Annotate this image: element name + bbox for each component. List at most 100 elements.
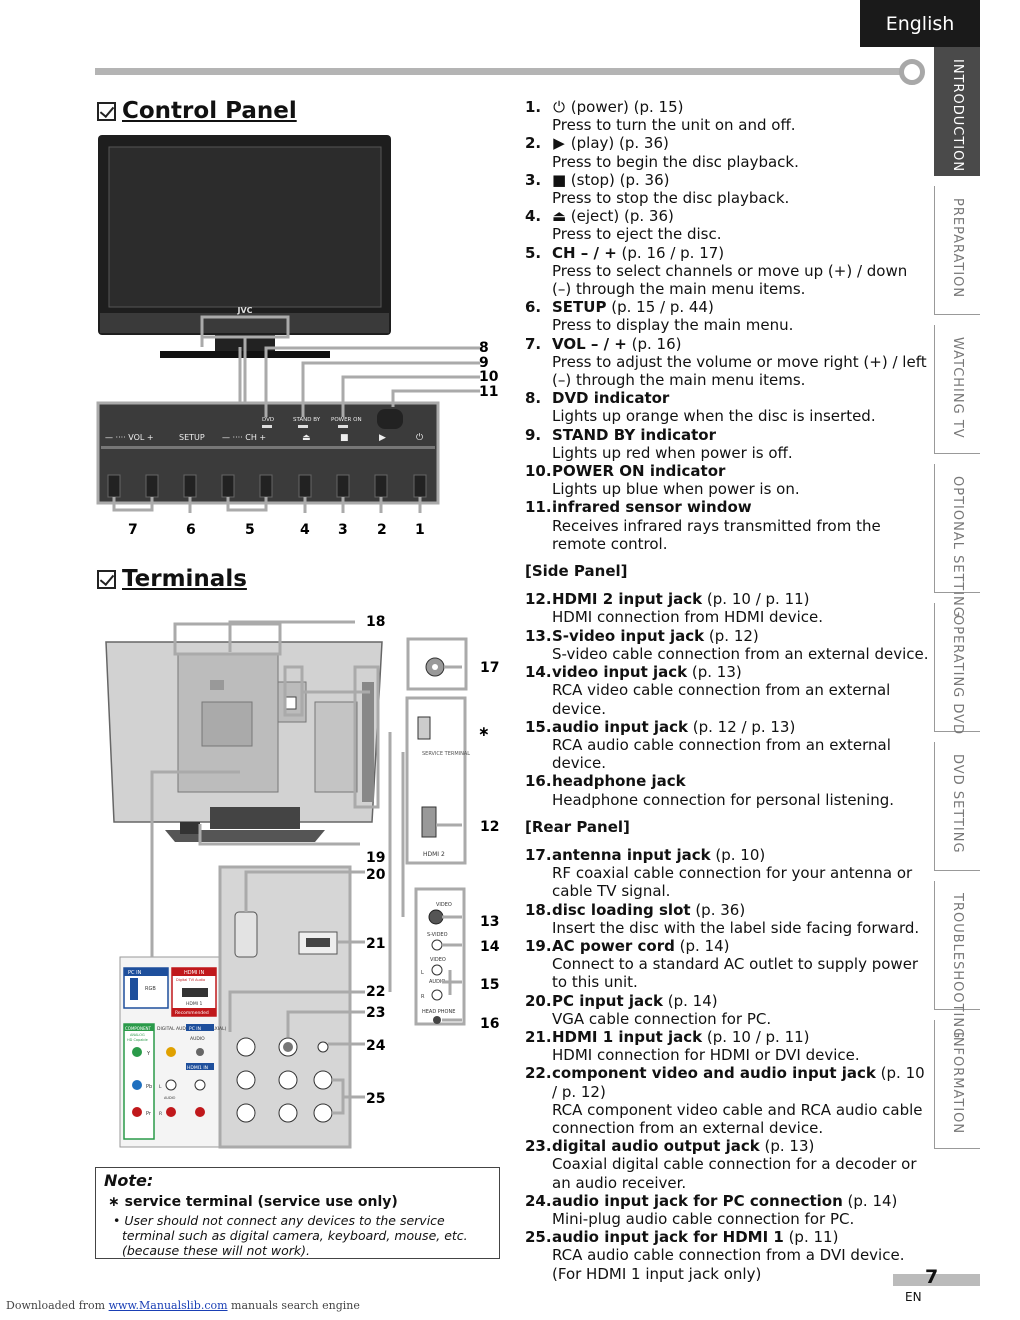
- item-number: 25.: [525, 1228, 552, 1247]
- item-title: headphone jack: [552, 772, 686, 791]
- svg-text:COMPONENT: COMPONENT: [125, 1026, 151, 1031]
- setup-label: SETUP: [179, 433, 205, 442]
- page-number: 7: [925, 1266, 939, 1288]
- item-number: 17.: [525, 845, 552, 864]
- item-desc: Coaxial digital cable connection for a d…: [552, 1155, 917, 1192]
- note-box: Note: ∗ service terminal (service use on…: [95, 1167, 500, 1259]
- item-title: audio input jack: [552, 717, 688, 736]
- item-desc: Lights up red when power is off.: [552, 443, 793, 462]
- standby-label: STAND BY: [293, 417, 321, 423]
- item-desc: RCA audio cable connection from an exter…: [552, 735, 891, 773]
- side-panel-heading: [Side Panel]: [525, 562, 628, 581]
- item-ref: (p. 14): [842, 1191, 898, 1210]
- list-item: 3.■ (stop) (p. 36)Press to stop the disc…: [525, 171, 930, 207]
- callout-21: 21: [366, 936, 385, 952]
- item-title: infrared sensor window: [552, 498, 752, 517]
- item-desc: Press to select channels or move up (+) …: [552, 261, 908, 299]
- callout-8: 8: [479, 340, 489, 356]
- item-ref: (p. 10 / p. 12): [552, 1064, 925, 1101]
- list-item: 22.component video and audio input jack …: [525, 1064, 930, 1137]
- tv-brand: JVC: [236, 306, 252, 315]
- callout-18: 18: [366, 614, 385, 630]
- item-number: 21.: [525, 1027, 552, 1046]
- list-item: 23.digital audio output jack (p. 13)Coax…: [525, 1137, 930, 1192]
- item-desc: Lights up blue when power is on.: [552, 480, 800, 499]
- item-desc: Press to adjust the volume or move right…: [552, 352, 927, 390]
- svg-text:R: R: [421, 994, 425, 1000]
- item-number: 15.: [525, 717, 552, 736]
- item-ref: (eject) (p. 36): [570, 207, 674, 226]
- list-item: 14.video input jack (p. 13)RCA video cab…: [525, 663, 930, 718]
- svg-text:■: ■: [340, 433, 349, 443]
- service-label: SERVICE TERMINAL: [422, 751, 470, 757]
- svg-text:S-VIDEO: S-VIDEO: [427, 932, 448, 938]
- callout-star: ∗: [478, 724, 490, 740]
- callout-6: 6: [186, 522, 196, 538]
- tab-operating-dvd[interactable]: OPERATING DVD: [934, 603, 980, 735]
- callout-17: 17: [480, 660, 499, 676]
- item-ref: (p. 12 / p. 13): [687, 717, 796, 736]
- ch-label: — ···· CH +: [222, 433, 266, 442]
- tab-preparation[interactable]: PREPARATION: [934, 186, 980, 315]
- item-desc: Press to display the main menu.: [552, 316, 794, 335]
- list-item: 20.PC input jack (p. 14)VGA cable connec…: [525, 992, 930, 1028]
- svg-text:Pr: Pr: [146, 1111, 152, 1117]
- item-number: 20.: [525, 991, 552, 1010]
- item-number: 24.: [525, 1191, 552, 1210]
- tab-watching-tv[interactable]: WATCHING TV: [934, 325, 980, 454]
- svg-text:HDMI IN: HDMI IN: [184, 970, 204, 976]
- item-desc: HDMI connection from HDMI device.: [552, 608, 824, 627]
- power-on-label: POWER ON: [331, 417, 362, 423]
- item-desc: RCA component video cable and RCA audio …: [552, 1100, 923, 1137]
- item-desc: HDMI connection for HDMI or DVI device.: [552, 1046, 860, 1065]
- item-ref: (play) (p. 36): [570, 134, 669, 153]
- item-title: SETUP: [552, 298, 607, 317]
- item-number: 23.: [525, 1137, 552, 1156]
- svg-text:ANALOG: ANALOG: [130, 1033, 145, 1037]
- language-tab: English: [860, 0, 980, 47]
- callout-14: 14: [480, 939, 500, 955]
- item-ref: (p. 10 / p. 11): [702, 590, 810, 609]
- control-panel-heading: Control Panel: [97, 98, 297, 124]
- svg-text:AUDIO: AUDIO: [164, 1096, 176, 1100]
- callout-13: 13: [480, 914, 499, 930]
- top-rule-circle: [899, 59, 925, 85]
- item-ref: (p. 12): [704, 626, 759, 645]
- list-item: 1.⏻ (power) (p. 15)Press to turn the uni…: [525, 98, 930, 134]
- note-title: Note:: [104, 1171, 154, 1190]
- callout-10: 10: [479, 369, 499, 385]
- callout-25: 25: [366, 1091, 385, 1107]
- page-number-bar: [893, 1274, 980, 1286]
- callout-15: 15: [480, 977, 499, 993]
- tab-information[interactable]: INFORMATION: [934, 1020, 980, 1149]
- tab-troubleshooting[interactable]: TROUBLESHOOTING: [934, 881, 980, 1039]
- item-title: digital audio output jack: [552, 1137, 760, 1156]
- item-ref: (stop) (p. 36): [570, 170, 670, 189]
- item-title: STAND BY indicator: [552, 425, 716, 444]
- item-title: audio input jack for PC connection: [552, 1191, 843, 1210]
- tab-dvd-setting[interactable]: DVD SETTING: [934, 742, 980, 871]
- tab-introduction[interactable]: INTRODUCTION: [934, 47, 980, 176]
- vol-label: — ···· VOL +: [105, 433, 154, 442]
- svg-text:Digital TVI Audio: Digital TVI Audio: [176, 978, 205, 982]
- item-number: 11.: [525, 498, 552, 517]
- manualslib-link[interactable]: www.Manualslib.com: [108, 1299, 228, 1312]
- list-item: 13.S-video input jack (p. 12)S-video cab…: [525, 627, 930, 663]
- item-number: 9.: [525, 425, 542, 444]
- svg-text:▶: ▶: [379, 433, 386, 443]
- infrared-window: [377, 409, 403, 429]
- item-ref: (p. 13): [687, 663, 742, 682]
- list-item: 5.CH – / + (p. 16 / p. 17)Press to selec…: [525, 244, 930, 299]
- list-item: 4.⏏ (eject) (p. 36)Press to eject the di…: [525, 207, 930, 243]
- item-number: 10.: [525, 462, 552, 481]
- svg-text:PC IN: PC IN: [189, 1026, 201, 1032]
- tab-optional-setting[interactable]: OPTIONAL SETTING: [934, 464, 980, 618]
- item-number: 12.: [525, 590, 552, 609]
- item-ref: (p. 15 / p. 44): [606, 298, 714, 317]
- item-number: 14.: [525, 663, 552, 682]
- item-number: 4.: [525, 207, 542, 226]
- svg-text:VIDEO: VIDEO: [430, 957, 446, 963]
